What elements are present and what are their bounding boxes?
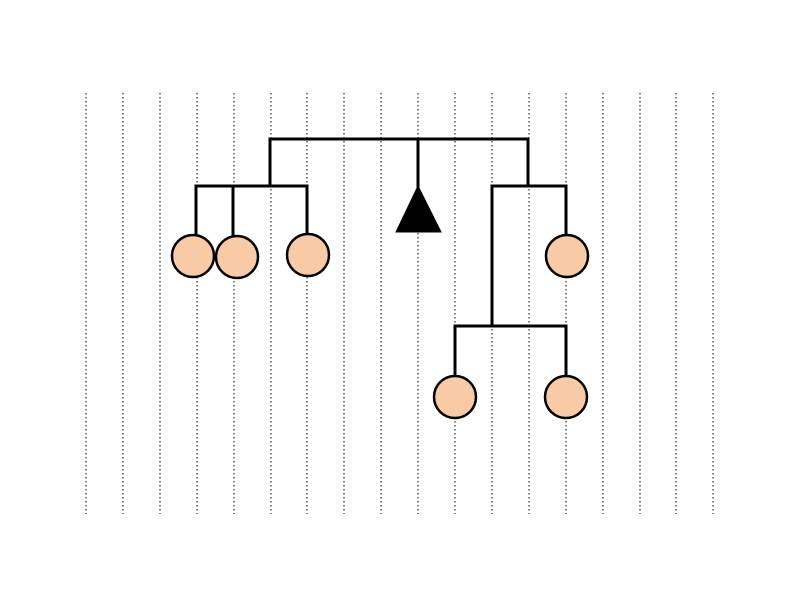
circle-e-node (432, 374, 478, 420)
triangle-node (395, 184, 442, 233)
circle-d-node (544, 233, 590, 279)
circle-f-node (543, 374, 589, 420)
tree-nodes (170, 184, 590, 420)
circle-a-node (170, 233, 216, 279)
circle-b-node (214, 234, 260, 280)
tree-connectors (194, 137, 568, 378)
circle-c-node (285, 232, 331, 278)
vertical-gridlines (85, 93, 714, 514)
